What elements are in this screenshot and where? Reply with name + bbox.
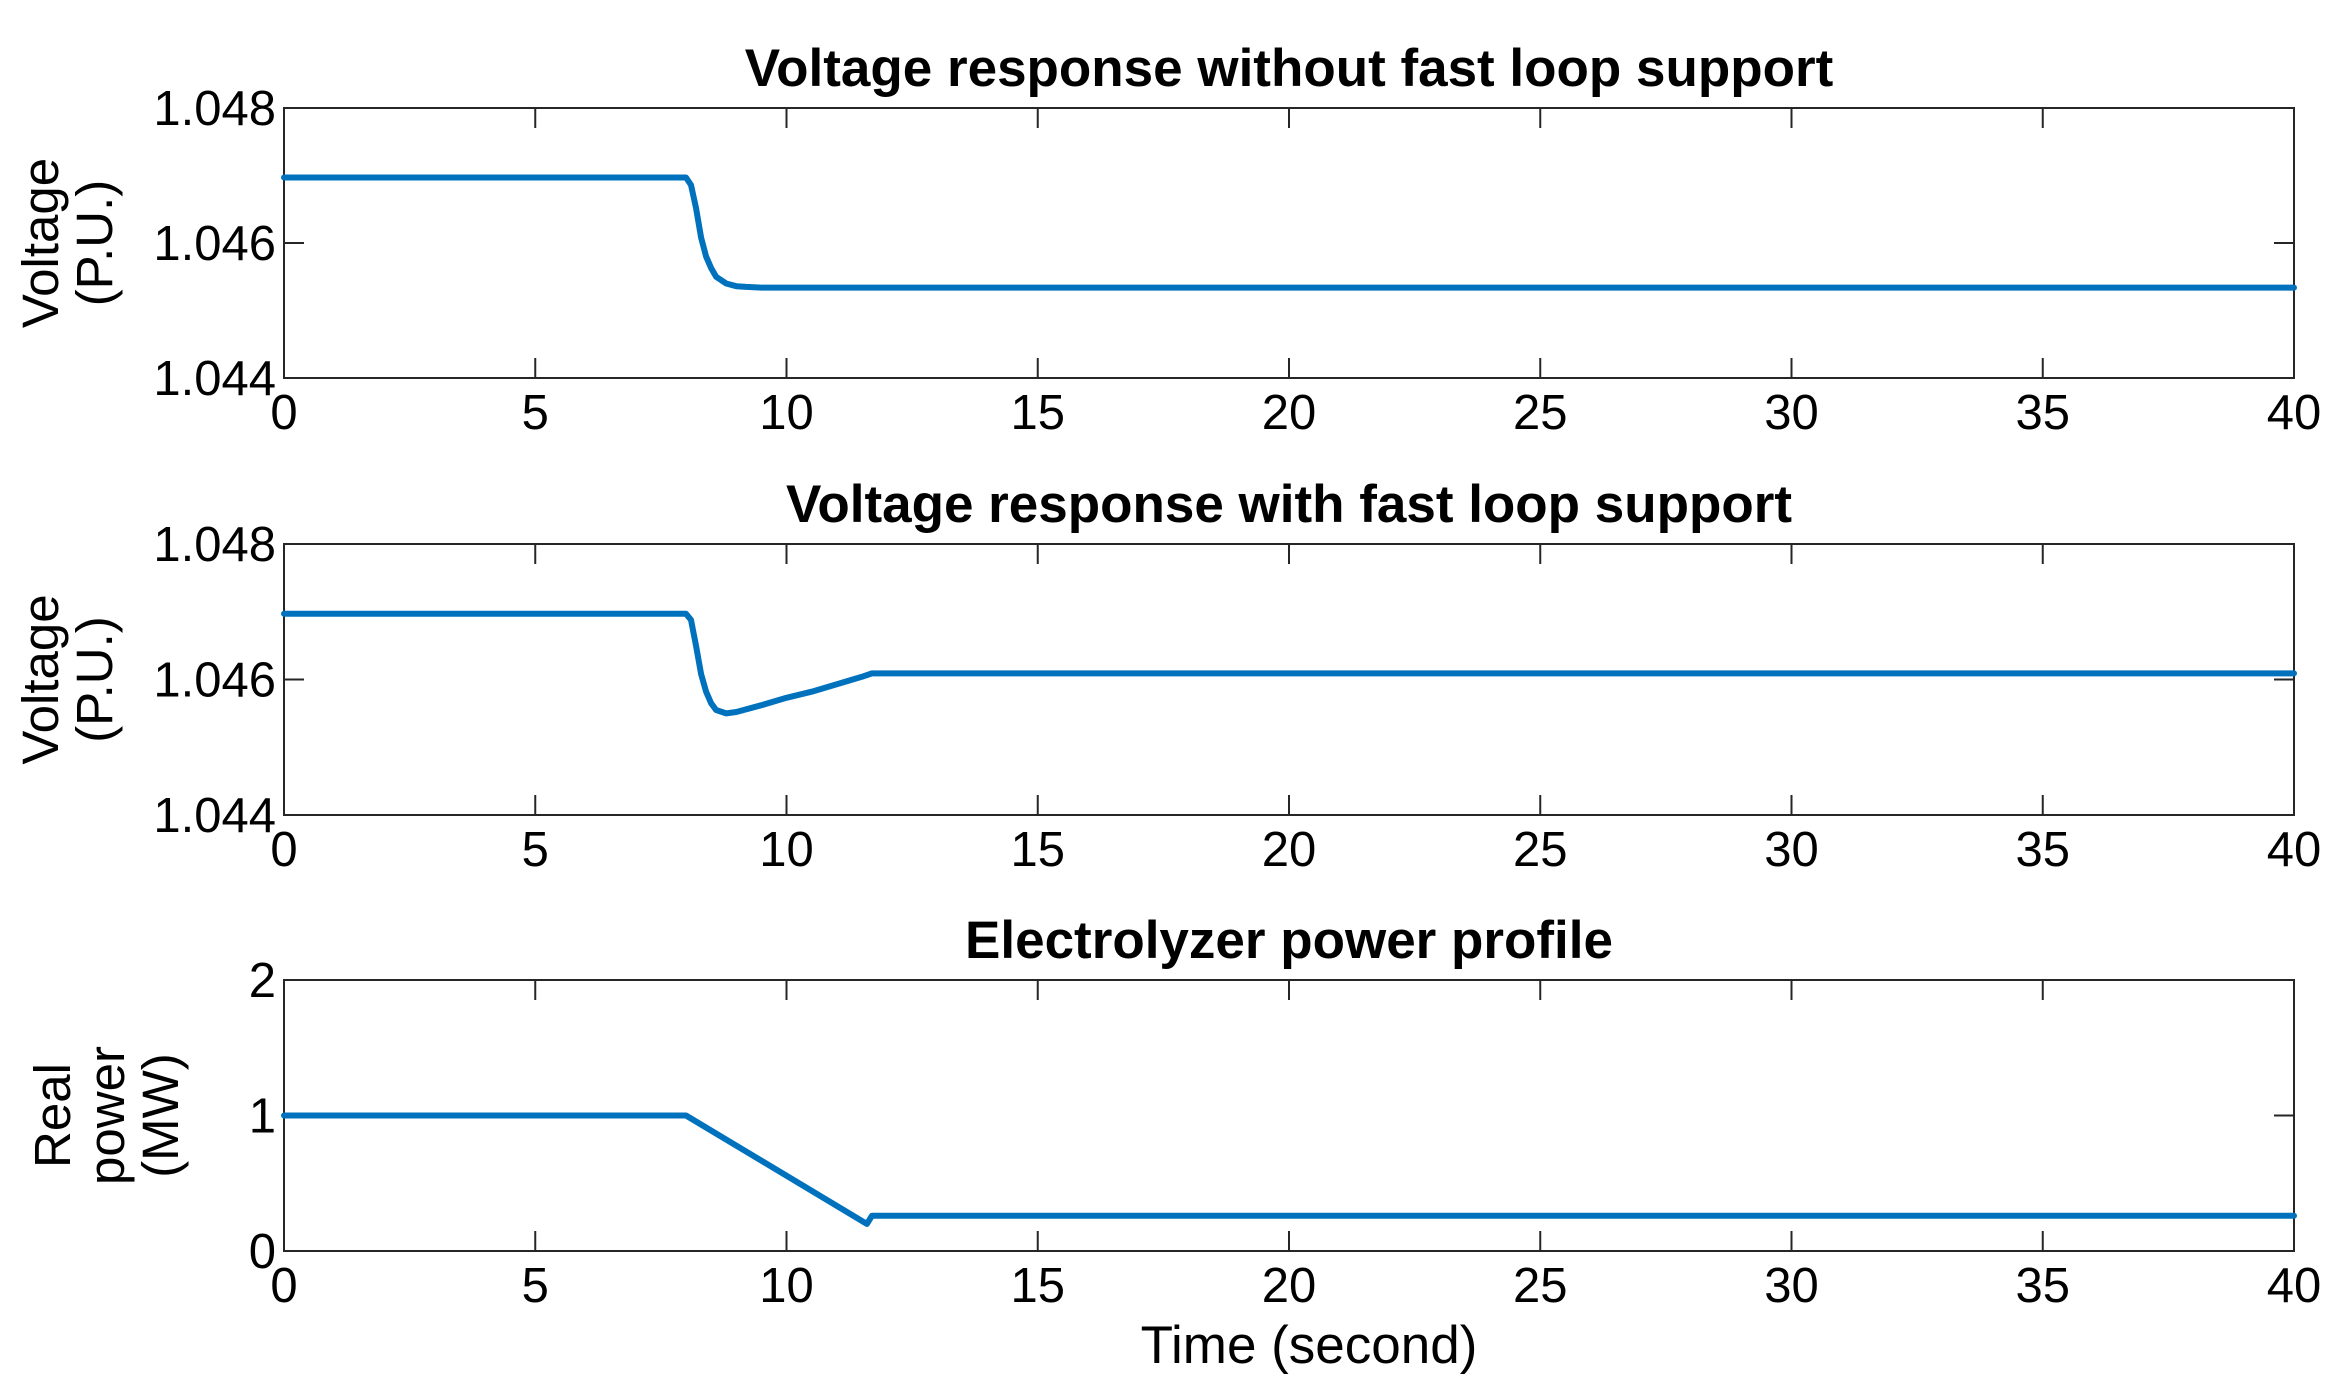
chart-title: Voltage response without fast loop suppo…: [745, 39, 1834, 98]
y-tick-label: 1.046: [153, 217, 276, 271]
series-line: [281, 610, 2297, 717]
y-axis-label: (P.U.): [66, 180, 123, 307]
x-tick-label: 40: [2267, 386, 2322, 440]
y-tick-label: 2: [249, 954, 276, 1008]
panel-2: Voltage response with fast loop support 0…: [12, 475, 2321, 877]
x-tick-label: 10: [759, 823, 814, 877]
x-tick-label: 5: [522, 823, 549, 877]
x-tick-label: 35: [2015, 823, 2070, 877]
x-tick-label: 35: [2015, 1259, 2070, 1313]
x-tick-label: 35: [2015, 386, 2070, 440]
y-axis-label: Real: [24, 1063, 81, 1168]
series-line: [281, 174, 2297, 291]
chart-title: Voltage response with fast loop support: [786, 475, 1792, 534]
x-tick-label: 20: [1262, 386, 1317, 440]
x-tick-label: 25: [1513, 823, 1568, 877]
y-axis-label: (P.U.): [66, 616, 123, 743]
chart-title: Electrolyzer power profile: [965, 911, 1613, 970]
y-tick-label: 1.044: [153, 352, 276, 406]
x-tick-label: 0: [270, 823, 297, 877]
x-tick-label: 10: [759, 1259, 814, 1313]
plot-frame: [283, 107, 2295, 379]
y-tick-label: 1.044: [153, 789, 276, 843]
x-tick-label: 15: [1010, 1259, 1065, 1313]
x-axis-label: Time (second): [1141, 1316, 1478, 1375]
x-tick-label: 15: [1010, 386, 1065, 440]
y-tick-label: 1.046: [153, 654, 276, 708]
x-tick-label: 10: [759, 386, 814, 440]
x-tick-label: 25: [1513, 386, 1568, 440]
y-axis-label: power: [78, 1046, 135, 1185]
panel-1: Voltage response without fast loop suppo…: [12, 39, 2321, 440]
x-tick-label: 30: [1764, 823, 1819, 877]
plot-frame: [283, 543, 2295, 816]
y-axis-label: Voltage: [12, 594, 69, 764]
series-line: [281, 1112, 2297, 1227]
y-axis-label: Voltage: [12, 158, 69, 328]
x-tick-label: 5: [522, 1259, 549, 1313]
x-tick-label: 40: [2267, 1259, 2322, 1313]
x-tick-label: 0: [270, 1259, 297, 1313]
x-tick-label: 5: [522, 386, 549, 440]
y-tick-label: 1: [249, 1090, 276, 1144]
x-tick-label: 25: [1513, 1259, 1568, 1313]
y-tick-label: 1.048: [153, 518, 276, 572]
x-tick-label: 30: [1764, 1259, 1819, 1313]
x-tick-label: 40: [2267, 823, 2322, 877]
y-tick-label: 1.048: [153, 82, 276, 136]
x-tick-label: 20: [1262, 823, 1317, 877]
y-axis-label: (MW): [132, 1053, 189, 1178]
y-tick-label: 0: [249, 1225, 276, 1279]
x-tick-label: 15: [1010, 823, 1065, 877]
x-tick-label: 0: [270, 386, 297, 440]
x-tick-label: 30: [1764, 386, 1819, 440]
x-tick-label: 20: [1262, 1259, 1317, 1313]
